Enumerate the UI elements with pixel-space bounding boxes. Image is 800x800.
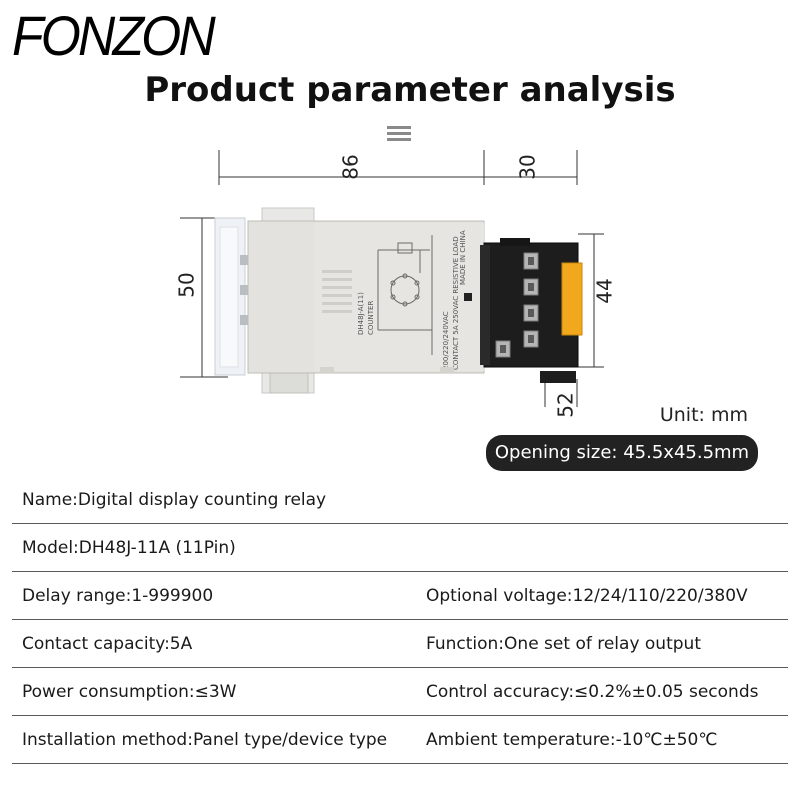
spec-model: Model:DH48J-11A (11Pin) — [22, 537, 236, 558]
spec-row: Power consumption:≤3W Control accuracy:≤… — [12, 668, 788, 716]
menu-icon — [387, 126, 411, 144]
dim-terminal-height: 44 — [592, 278, 617, 304]
spec-power-consumption: Power consumption:≤3W — [22, 681, 237, 702]
device-origin-label: MADE IN CHINA — [459, 230, 467, 285]
unit-label: Unit: mm — [659, 404, 748, 426]
spec-row: Name:Digital display counting relay — [12, 476, 788, 524]
opening-size-badge: Opening size: 45.5x45.5mm — [486, 435, 758, 471]
spec-row: Contact capacity:5A Function:One set of … — [12, 620, 788, 668]
product-illustration: DH48J-A(11) COUNTER 200/220/240VAC CONTA… — [180, 150, 604, 407]
device-model-label: DH48J-A(11) — [357, 292, 365, 335]
spec-row: Model:DH48J-11A (11Pin) — [12, 524, 788, 572]
dim-depth: 30 — [515, 154, 540, 180]
spec-delay-range: Delay range:1-999900 — [22, 585, 214, 606]
spec-row: Installation method:Panel type/device ty… — [12, 716, 788, 764]
spec-installation-method: Installation method:Panel type/device ty… — [22, 729, 388, 750]
spec-contact-capacity: Contact capacity:5A — [22, 633, 193, 654]
product-drawing: DH48J-A(11) COUNTER 200/220/240VAC CONTA… — [0, 145, 800, 425]
dim-length: 86 — [338, 154, 363, 180]
dim-side: 52 — [553, 392, 578, 418]
device-contact-label: CONTACT 5A 250VAC RESISTIVE LOAD — [452, 236, 460, 370]
spec-optional-voltage: Optional voltage:12/24/110/220/380V — [426, 585, 748, 606]
device-type-label: COUNTER — [367, 301, 375, 335]
spec-table: Name:Digital display counting relay Mode… — [12, 476, 788, 764]
spec-function: Function:One set of relay output — [426, 633, 701, 654]
spec-control-accuracy: Control accuracy:≤0.2%±0.05 seconds — [426, 681, 759, 702]
dim-height: 50 — [174, 272, 199, 298]
spec-ambient-temperature: Ambient temperature:-10℃±50℃ — [426, 729, 718, 750]
spec-name: Name:Digital display counting relay — [22, 489, 327, 510]
dimension-lines — [180, 150, 604, 407]
spec-row: Delay range:1-999900 Optional voltage:12… — [12, 572, 788, 620]
brand-logo: FONZON — [12, 4, 216, 67]
device-voltage-label: 200/220/240VAC — [442, 311, 450, 370]
page-title: Product parameter analysis — [144, 70, 676, 110]
